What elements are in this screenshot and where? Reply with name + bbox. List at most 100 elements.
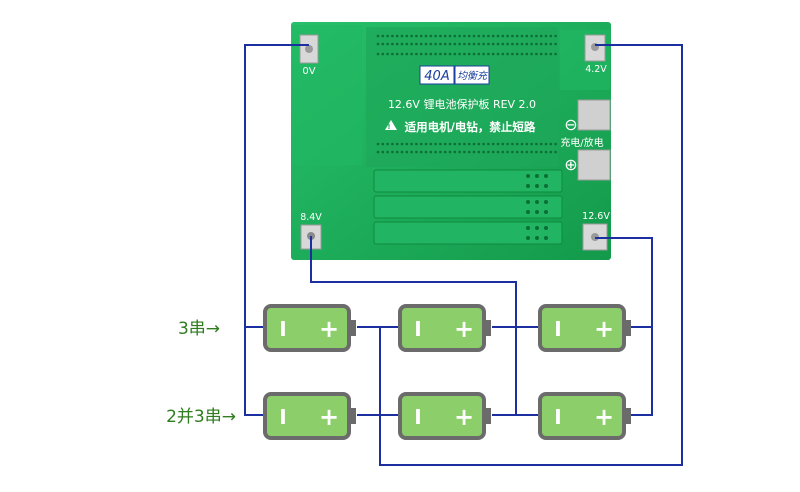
bms-board: 40A 均衡充 12.6V 锂电池保护板 REV 2.0 ! 适用电机/电钻，禁… xyxy=(291,22,611,260)
via-dot xyxy=(453,52,457,56)
via-dot xyxy=(434,142,437,146)
via-dot xyxy=(400,142,404,146)
balance-badge: 均衡充 xyxy=(457,70,489,82)
via-dot xyxy=(405,34,409,38)
via-dot xyxy=(477,42,481,46)
via-dot xyxy=(526,184,530,188)
via-dot xyxy=(429,150,433,154)
via-dot xyxy=(525,42,529,46)
via-dot xyxy=(429,34,433,38)
via-dot xyxy=(386,34,389,38)
via-dot xyxy=(520,52,524,56)
via-dot xyxy=(424,142,428,146)
balance-strip-3 xyxy=(373,221,563,245)
via-dot xyxy=(381,150,385,154)
via-dot xyxy=(458,150,461,154)
charge-discharge-label: 充电/放电 xyxy=(560,136,603,149)
via-dot xyxy=(448,34,452,38)
via-dot xyxy=(491,142,495,146)
via-dot xyxy=(405,150,409,154)
balance-strip-1 xyxy=(373,169,563,193)
via-dot xyxy=(501,142,505,146)
via-dot xyxy=(535,210,539,214)
battery-2-2: I+ xyxy=(398,392,491,440)
via-dot xyxy=(520,34,524,38)
via-dot xyxy=(434,150,437,154)
wire-0v-bus xyxy=(244,44,309,416)
via-dot xyxy=(467,34,471,38)
via-dot xyxy=(544,210,548,214)
via-dot xyxy=(544,236,548,240)
current-badge: 40A xyxy=(424,69,449,84)
via-dot xyxy=(549,42,553,46)
via-dot xyxy=(434,34,437,38)
via-dot xyxy=(448,142,452,146)
via-dot xyxy=(467,42,471,46)
via-dot xyxy=(386,52,389,56)
via-dot xyxy=(554,34,557,38)
battery-minus-mark: I xyxy=(554,317,561,341)
via-dot xyxy=(467,150,471,154)
via-dot xyxy=(549,34,553,38)
via-dot xyxy=(482,142,485,146)
via-dot xyxy=(376,150,380,154)
via-dot xyxy=(472,34,476,38)
battery-plus-mark: + xyxy=(454,403,474,431)
battery-minus-mark: I xyxy=(279,405,286,429)
via-dot xyxy=(400,150,404,154)
via-dot xyxy=(487,52,490,56)
via-dot xyxy=(439,34,442,38)
via-dot xyxy=(443,42,447,46)
via-dot xyxy=(448,52,452,56)
via-dot xyxy=(491,52,495,56)
battery-plus-mark: + xyxy=(594,403,614,431)
row-label-3s: 3串→ xyxy=(178,319,220,339)
via-dot xyxy=(526,226,530,230)
via-dot xyxy=(439,142,442,146)
battery-group: I+I+I+I+I+I+ xyxy=(263,304,631,440)
via-dot xyxy=(453,34,457,38)
wires xyxy=(244,44,683,466)
battery-2-3: I+ xyxy=(538,392,631,440)
via-dot xyxy=(463,150,466,154)
via-dot xyxy=(511,52,514,56)
battery-1-1: I+ xyxy=(263,304,356,352)
via-dot xyxy=(535,142,538,146)
via-dot xyxy=(554,150,557,154)
via-dot xyxy=(391,150,394,154)
via-dot xyxy=(491,34,495,38)
via-dot xyxy=(419,42,423,46)
via-dot xyxy=(472,52,476,56)
row-label-2p3s: 2并3串→ xyxy=(166,407,236,427)
via-dot xyxy=(491,150,495,154)
via-dot xyxy=(467,52,471,56)
via-dot xyxy=(381,34,385,38)
via-dot xyxy=(520,42,524,46)
via-dot xyxy=(544,142,548,146)
via-dot xyxy=(515,52,519,56)
via-dot xyxy=(439,150,442,154)
via-dot xyxy=(487,42,490,46)
via-dot xyxy=(549,142,553,146)
via-dot xyxy=(376,42,380,46)
via-dot xyxy=(391,42,394,46)
via-dot xyxy=(443,52,447,56)
via-dot xyxy=(467,142,471,146)
via-dot xyxy=(405,142,409,146)
via-dot xyxy=(501,42,505,46)
via-dot xyxy=(511,142,514,146)
current-badge-box xyxy=(419,65,455,85)
via-dot xyxy=(463,52,466,56)
via-dot xyxy=(482,34,485,38)
via-dot xyxy=(544,52,548,56)
via-dot xyxy=(487,142,490,146)
via-dot xyxy=(400,34,404,38)
via-dot xyxy=(395,150,399,154)
via-dot xyxy=(515,34,519,38)
via-dot xyxy=(549,150,553,154)
via-dot xyxy=(448,150,452,154)
battery-plus-mark: + xyxy=(319,403,339,431)
via-dot xyxy=(424,42,428,46)
via-dot xyxy=(491,42,495,46)
